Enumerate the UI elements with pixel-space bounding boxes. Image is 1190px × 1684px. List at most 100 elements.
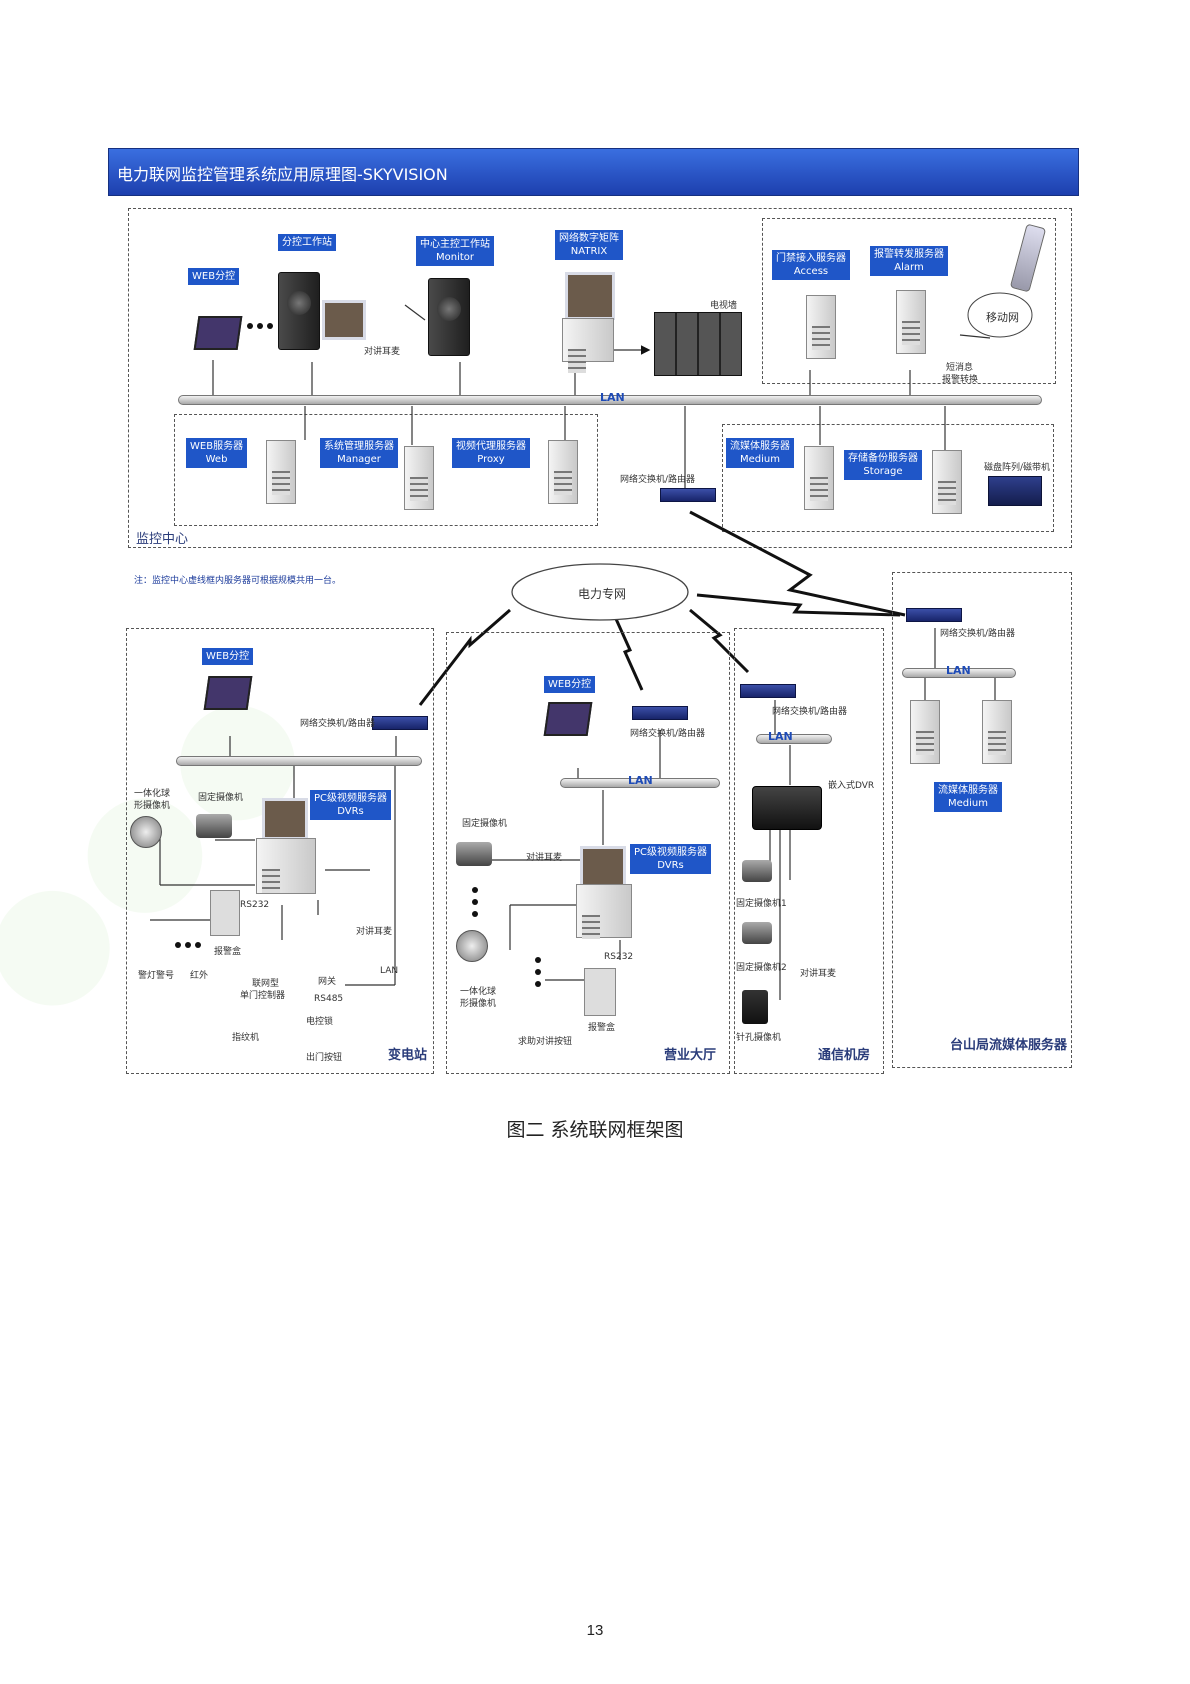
substation-alarm-box-label: 报警盒 bbox=[214, 947, 242, 957]
substation-zone-label: 变电站 bbox=[388, 1048, 428, 1063]
hall-lan-bar bbox=[560, 778, 720, 788]
hall-zone-label: 营业大厅 bbox=[664, 1048, 717, 1063]
remote-server-2 bbox=[982, 700, 1012, 764]
hall-alarm-box-label: 报警盒 bbox=[588, 1023, 616, 1033]
remote-lan-bar bbox=[902, 668, 1016, 678]
hall-ptz-label-2: 形摄像机 bbox=[460, 999, 497, 1009]
sms-label-1: 短消息 bbox=[946, 363, 974, 373]
web-server bbox=[266, 440, 296, 504]
telecom-intercom-label: 对讲耳麦 bbox=[800, 969, 837, 979]
matrix-server bbox=[562, 318, 614, 373]
telecom-zone-box bbox=[734, 628, 884, 1074]
substation-intercom-label: 对讲耳麦 bbox=[356, 927, 393, 937]
hall-fixed-cam-label: 固定摄像机 bbox=[462, 819, 508, 829]
tv-wall-label: 电视墙 bbox=[710, 301, 738, 311]
media-server bbox=[804, 446, 834, 510]
access-server bbox=[806, 295, 836, 359]
hall-ptz-label-1: 一体化球 bbox=[460, 987, 497, 997]
center-router bbox=[660, 488, 716, 502]
substation-lan-text: LAN bbox=[380, 966, 399, 976]
center-lan-bar bbox=[178, 395, 1042, 405]
telecom-dvr-icon bbox=[752, 786, 822, 830]
sub-station-tower bbox=[278, 272, 320, 350]
sms-label-2: 报警转换 bbox=[942, 375, 979, 385]
hall-router-label: 网络交换机/路由器 bbox=[630, 729, 706, 739]
center-note: 注：监控中心虚线框内服务器可根据规模共用一台。 bbox=[134, 576, 342, 586]
substation-router-label: 网络交换机/路由器 bbox=[300, 719, 376, 729]
proxy-server bbox=[548, 440, 578, 504]
telecom-pinhole-label: 针孔摄像机 bbox=[736, 1033, 782, 1043]
hall-intercom-label: 对讲耳麦 bbox=[526, 853, 563, 863]
diagram-title: 电力联网监控管理系统应用原理图-SKYVISION bbox=[117, 165, 448, 184]
tv-wall bbox=[654, 312, 742, 376]
remote-router bbox=[906, 608, 962, 622]
hall-fixed-camera-icon bbox=[456, 842, 492, 866]
telecom-cam1-label: 固定摄像机1 bbox=[736, 899, 787, 909]
cloud-label: 电力专网 bbox=[578, 587, 627, 601]
center-zone-box bbox=[128, 208, 1072, 548]
substation-ptz-label-1: 一体化球 bbox=[134, 789, 171, 799]
center-zone-label: 监控中心 bbox=[136, 532, 189, 547]
remote-server-1 bbox=[910, 700, 940, 764]
hall-rs232-label: RS232 bbox=[604, 952, 634, 962]
matrix-monitor bbox=[565, 272, 615, 320]
substation-rs485-label: RS485 bbox=[314, 994, 344, 1004]
disk-array-icon bbox=[988, 476, 1042, 506]
telecom-dvr-label: 嵌入式DVR bbox=[828, 781, 875, 791]
substation-fingerprint-label: 指纹机 bbox=[232, 1033, 260, 1043]
substation-exit-btn-label: 出门按钮 bbox=[306, 1053, 343, 1063]
substation-lan-bar bbox=[176, 756, 422, 766]
sub-station-monitor bbox=[322, 300, 366, 340]
substation-laptop bbox=[203, 676, 253, 710]
web-client-laptop bbox=[193, 316, 243, 350]
hall-alarm-box-icon bbox=[584, 968, 616, 1016]
telecom-router bbox=[740, 684, 796, 698]
server-group-box-left bbox=[174, 414, 598, 526]
diagram-banner: 电力联网监控管理系统应用原理图-SKYVISION bbox=[108, 148, 1079, 196]
manager-server bbox=[404, 446, 434, 510]
substation-web-tag: WEB分控 bbox=[202, 648, 254, 665]
telecom-router-label: 网络交换机/路由器 bbox=[772, 707, 848, 717]
disk-array-label: 磁盘阵列/磁带机 bbox=[984, 463, 1051, 473]
alarm-server bbox=[896, 290, 926, 354]
hall-web-tag: WEB分控 bbox=[544, 676, 596, 693]
substation-router bbox=[372, 716, 428, 730]
web-client-tag: WEB分控 bbox=[188, 268, 240, 285]
hall-laptop bbox=[543, 702, 593, 736]
substation-infrared-label: 红外 bbox=[190, 971, 209, 981]
substation-door-ctrl-label-1: 联网型 bbox=[252, 979, 280, 989]
substation-rs232-label: RS232 bbox=[240, 900, 270, 910]
figure-caption: 图二 系统联网框架图 bbox=[506, 1119, 684, 1141]
hall-ptz-camera-icon bbox=[456, 930, 488, 962]
sub-station-tag: 分控工作站 bbox=[278, 234, 336, 251]
mobile-net-label: 移动网 bbox=[986, 311, 1019, 324]
hall-router bbox=[632, 706, 688, 720]
remote-router-label: 网络交换机/路由器 bbox=[940, 629, 1016, 639]
main-station-tower bbox=[428, 278, 470, 356]
substation-fixed-camera-icon bbox=[196, 814, 232, 838]
substation-ptz-label-2: 形摄像机 bbox=[134, 801, 171, 811]
substation-dvr-monitor bbox=[262, 798, 308, 840]
telecom-zone-label: 通信机房 bbox=[818, 1048, 871, 1063]
access-alarm-box bbox=[762, 218, 1056, 384]
hall-dvr-monitor bbox=[580, 846, 626, 888]
storage-server bbox=[932, 450, 962, 514]
substation-door-ctrl-label-2: 单门控制器 bbox=[240, 991, 286, 1001]
telecom-lan-bar bbox=[756, 734, 832, 744]
substation-lock-label: 电控锁 bbox=[306, 1017, 334, 1027]
telecom-cam2-icon bbox=[742, 922, 772, 944]
remote-zone-box bbox=[892, 572, 1072, 1068]
substation-zone-box bbox=[126, 628, 434, 1074]
